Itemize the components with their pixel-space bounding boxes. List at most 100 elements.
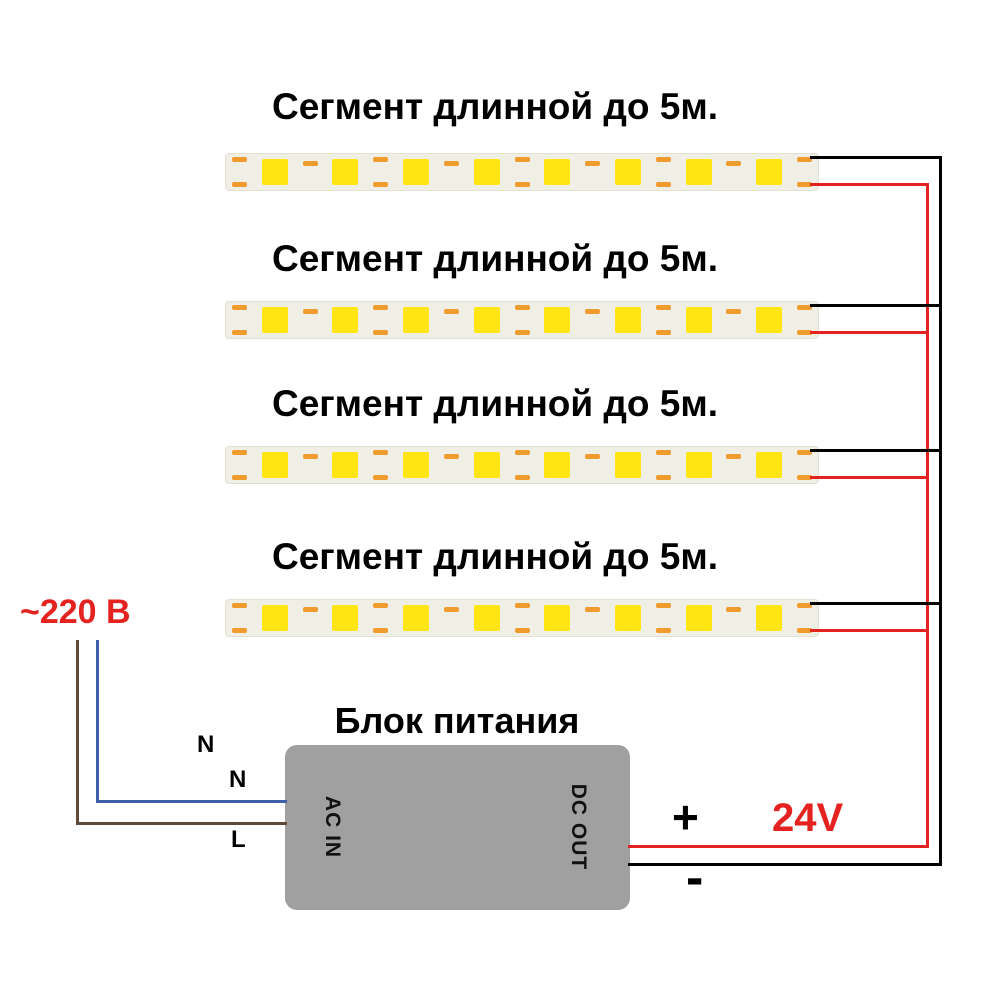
led-chip xyxy=(261,452,288,478)
solder-pad xyxy=(797,305,812,310)
solder-pad xyxy=(373,330,389,335)
solder-pad xyxy=(726,606,742,612)
wire-line-vertical xyxy=(76,640,79,825)
solder-pad xyxy=(797,603,812,608)
power-supply-unit xyxy=(285,745,630,910)
output-voltage-label: 24V xyxy=(772,796,844,840)
solder-pad xyxy=(302,606,318,612)
led-strip-4 xyxy=(225,599,819,637)
solder-pad-marks xyxy=(726,154,742,191)
led-strip-2 xyxy=(225,301,819,339)
led-chip xyxy=(756,307,783,333)
solder-pad-marks xyxy=(726,302,742,339)
solder-pad-marks xyxy=(443,154,459,191)
solder-pad xyxy=(797,628,812,633)
solder-pad-marks xyxy=(232,305,247,335)
output-plus-label: + xyxy=(672,791,699,843)
solder-pad xyxy=(232,628,247,633)
solder-pad xyxy=(585,606,601,612)
solder-pad-marks xyxy=(797,603,812,633)
wire-positive-output xyxy=(628,845,929,848)
led-chip xyxy=(332,452,359,478)
wire-negative-stub-3 xyxy=(810,449,942,452)
solder-pad xyxy=(232,330,247,335)
wire-positive-bus xyxy=(926,183,929,848)
wire-negative-stub-2 xyxy=(810,304,942,307)
solder-pad xyxy=(232,305,247,310)
wire-line-horizontal xyxy=(76,822,287,825)
solder-pad xyxy=(373,628,389,633)
solder-pad-marks xyxy=(585,600,601,637)
solder-pad xyxy=(514,475,530,480)
wire-negative-output xyxy=(628,863,942,866)
solder-pad-marks xyxy=(655,157,671,187)
led-chip xyxy=(614,307,641,333)
output-minus-label: - xyxy=(686,849,704,907)
solder-pad xyxy=(726,453,742,459)
solder-pad-marks xyxy=(302,302,318,339)
solder-pad xyxy=(232,450,247,455)
solder-pad xyxy=(443,453,459,459)
led-chip xyxy=(473,159,500,185)
solder-pad-marks xyxy=(726,600,742,637)
led-chip xyxy=(756,452,783,478)
solder-pad-marks xyxy=(585,154,601,191)
solder-pad-marks xyxy=(373,450,389,480)
solder-pad-marks xyxy=(655,603,671,633)
led-chip xyxy=(261,159,288,185)
mains-voltage-label: ~220 В xyxy=(20,593,131,631)
led-chip xyxy=(544,605,571,631)
solder-pad xyxy=(232,182,247,187)
solder-pad-marks xyxy=(302,154,318,191)
solder-pad-marks xyxy=(726,447,742,484)
solder-pad xyxy=(655,603,671,608)
solder-pad xyxy=(514,182,530,187)
wire-positive-stub-3 xyxy=(810,476,929,479)
solder-pad xyxy=(797,330,812,335)
psu-title: Блок питания xyxy=(334,700,580,741)
solder-pad xyxy=(585,160,601,166)
led-chip xyxy=(614,159,641,185)
led-chip xyxy=(332,159,359,185)
solder-pad-marks xyxy=(655,305,671,335)
led-chip xyxy=(473,307,500,333)
solder-pad-marks xyxy=(302,600,318,637)
wire-positive-stub-1 xyxy=(810,183,929,186)
solder-pad xyxy=(797,182,812,187)
led-chip xyxy=(685,605,712,631)
solder-pad xyxy=(302,160,318,166)
led-chip xyxy=(544,307,571,333)
solder-pad-marks xyxy=(797,305,812,335)
solder-pad xyxy=(302,308,318,314)
psu-ac-in-label: AC IN xyxy=(321,795,344,859)
solder-pad xyxy=(373,182,389,187)
solder-pad-marks xyxy=(655,450,671,480)
solder-pad xyxy=(585,308,601,314)
led-chip xyxy=(685,159,712,185)
solder-pad-marks xyxy=(373,157,389,187)
solder-pad-marks xyxy=(797,450,812,480)
solder-pad xyxy=(655,628,671,633)
solder-pad xyxy=(514,157,530,162)
led-chip xyxy=(685,307,712,333)
solder-pad xyxy=(373,450,389,455)
solder-pad xyxy=(373,603,389,608)
solder-pad-marks xyxy=(443,447,459,484)
led-chip xyxy=(261,307,288,333)
wire-negative-stub-1 xyxy=(810,156,942,159)
solder-pad-marks xyxy=(585,447,601,484)
solder-pad-marks xyxy=(514,305,530,335)
solder-pad xyxy=(302,453,318,459)
solder-pad-marks xyxy=(514,450,530,480)
led-chip xyxy=(685,452,712,478)
solder-pad xyxy=(797,475,812,480)
led-chip xyxy=(614,605,641,631)
terminal-label-n1: N xyxy=(197,731,215,758)
solder-pad xyxy=(514,305,530,310)
segment-title-2: Сегмент длинной до 5м. xyxy=(271,238,719,279)
led-chip xyxy=(403,307,430,333)
solder-pad-marks xyxy=(373,305,389,335)
led-chip xyxy=(403,159,430,185)
led-chip xyxy=(261,605,288,631)
